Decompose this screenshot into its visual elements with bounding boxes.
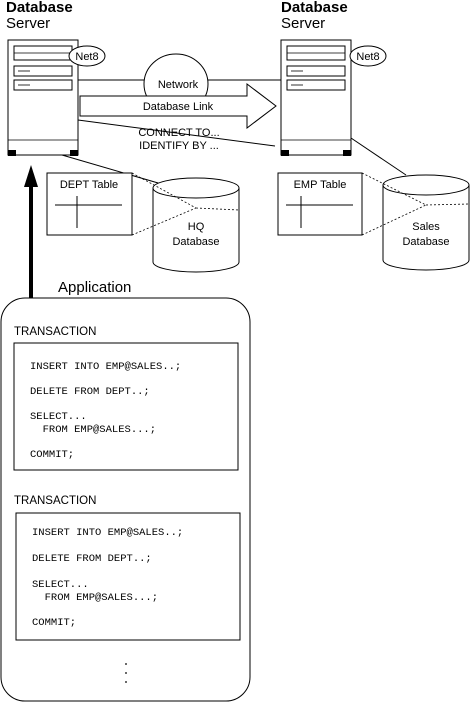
right-server-title-line2: Server bbox=[281, 15, 325, 32]
more-transactions-ellipsis-icon bbox=[125, 663, 127, 683]
connect-line bbox=[77, 119, 276, 147]
emp-table-label: EMP Table bbox=[294, 179, 347, 191]
right-server-db-line bbox=[350, 137, 407, 176]
right-server-title-line1: Database bbox=[281, 0, 348, 16]
left-net8-badge: Net8 bbox=[68, 45, 106, 67]
transaction-2-line-4: FROM EMP@SALES...; bbox=[32, 592, 158, 604]
application-label: Application bbox=[58, 279, 131, 296]
left-net8-label: Net8 bbox=[75, 51, 98, 63]
left-server-title-line1: Database bbox=[6, 0, 73, 16]
hq-database-line1: HQ bbox=[188, 221, 205, 233]
application-to-server-arrow-icon bbox=[24, 165, 38, 298]
transaction-2-box bbox=[15, 512, 241, 641]
right-server-icon bbox=[280, 39, 352, 156]
database-link-label: Database Link bbox=[143, 101, 214, 113]
hq-table-dashed-link bbox=[131, 172, 240, 236]
left-server-icon bbox=[7, 39, 79, 156]
transaction-1-line-3: SELECT... bbox=[30, 411, 87, 423]
hq-database-line2: Database bbox=[172, 236, 219, 248]
left-server-db-line bbox=[61, 154, 166, 186]
transaction-1-line-4: FROM EMP@SALES...; bbox=[30, 424, 156, 436]
sales-database-line1: Sales bbox=[412, 221, 440, 233]
right-net8-label: Net8 bbox=[356, 51, 379, 63]
dept-table-label: DEPT Table bbox=[60, 179, 118, 191]
emp-table: EMP Table bbox=[277, 172, 363, 236]
transaction-2-line-5: COMMIT; bbox=[32, 617, 76, 629]
connect-to-label: CONNECT TO... bbox=[138, 127, 219, 139]
transaction-2-title: TRANSACTION bbox=[14, 495, 96, 507]
database-link-arrow-icon bbox=[79, 82, 277, 130]
transaction-2-line-2: DELETE FROM DEPT..; bbox=[32, 553, 152, 565]
transaction-1-title: TRANSACTION bbox=[14, 326, 96, 338]
transaction-2-line-3: SELECT... bbox=[32, 579, 89, 591]
right-net8-badge: Net8 bbox=[349, 45, 387, 67]
sales-database-line2: Database bbox=[402, 236, 449, 248]
transaction-1-line-1: INSERT INTO EMP@SALES..; bbox=[30, 361, 181, 373]
identify-by-label: IDENTIFY BY ... bbox=[139, 140, 219, 152]
network-label: Network bbox=[158, 79, 199, 91]
transaction-1-line-2: DELETE FROM DEPT..; bbox=[30, 386, 150, 398]
sales-database-icon: Sales Database bbox=[382, 174, 470, 271]
transaction-2-line-1: INSERT INTO EMP@SALES..; bbox=[32, 527, 183, 539]
left-server-title-line2: Server bbox=[6, 15, 50, 32]
dept-table: DEPT Table bbox=[46, 172, 133, 236]
hq-database-icon: HQ Database bbox=[152, 177, 240, 273]
transaction-1-box bbox=[13, 342, 239, 471]
transaction-1-line-5: COMMIT; bbox=[30, 449, 74, 461]
sales-table-dashed-link bbox=[361, 172, 470, 236]
